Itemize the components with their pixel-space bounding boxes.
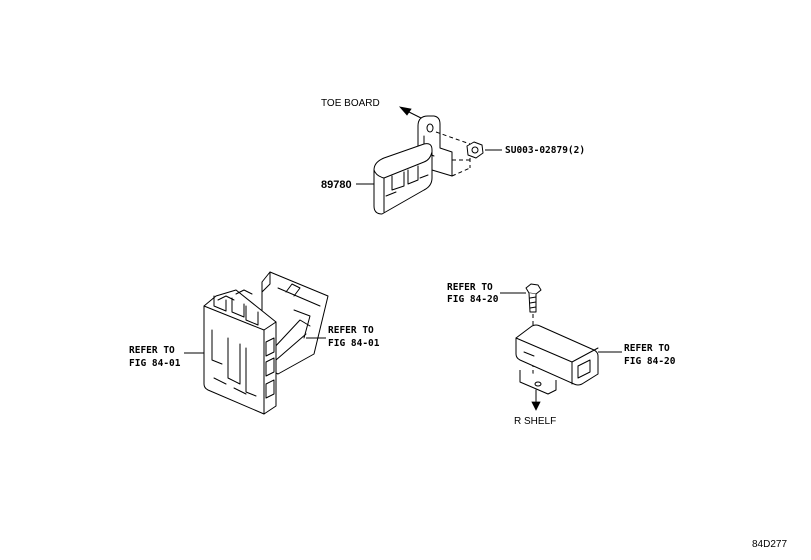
label-left-refer-line2: FIG 84-01: [129, 358, 181, 369]
label-mid-refer-line2: FIG 84-01: [328, 338, 380, 349]
label-bolt-refer-line2: FIG 84-20: [447, 294, 499, 305]
label-right-refer-line2: FIG 84-20: [624, 356, 676, 367]
ecu-89780-assembly: [356, 106, 502, 215]
label-bolt-part: SU003-02879(2): [505, 145, 585, 156]
r-shelf-arrow: [531, 389, 541, 411]
label-part-89780: 89780: [321, 179, 352, 191]
ecu-box: [373, 143, 433, 215]
label-r-shelf: R SHELF: [514, 416, 556, 427]
label-left-refer-line1: REFER TO: [129, 345, 175, 356]
label-bolt-refer-line1: REFER TO: [447, 282, 493, 293]
flange-bolt: [525, 283, 542, 313]
right-module-assembly: [500, 283, 622, 411]
junction-block-assembly: [184, 271, 329, 415]
right-bracket: [519, 370, 557, 395]
label-toe-board: TOE BOARD: [321, 98, 380, 109]
right-module: [515, 324, 599, 386]
front-junction-block: [203, 289, 277, 415]
hex-nut: [466, 141, 484, 159]
label-mid-refer-line1: REFER TO: [328, 325, 374, 336]
label-right-refer-line1: REFER TO: [624, 343, 670, 354]
diagram-code: 84D277: [752, 539, 787, 550]
